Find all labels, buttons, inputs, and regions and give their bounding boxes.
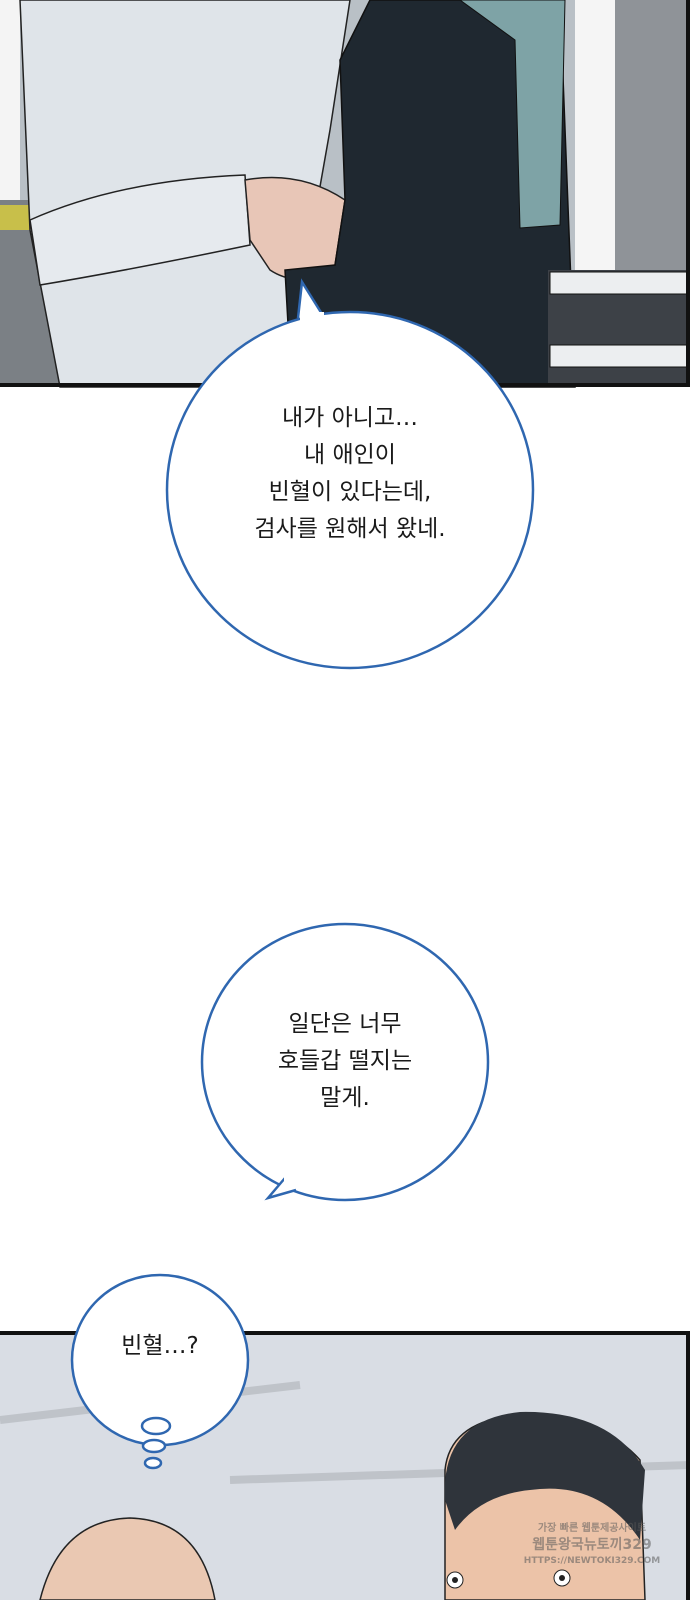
speech-bubble-2-text: 일단은 너무 호들갑 떨지는 말게.: [210, 1006, 480, 1117]
panel-3: [0, 1331, 690, 1600]
dialogue-line: 내 애인이: [304, 442, 396, 468]
scarf: [459, 0, 566, 229]
speech-bubble-1: [165, 278, 535, 670]
man-hair: [444, 1411, 645, 1540]
thought-bubble-text: 빈혈…?: [80, 1328, 240, 1365]
dialogue-line: 말게.: [320, 1085, 370, 1111]
dialogue-line: 빈혈이 있다는데,: [268, 479, 432, 505]
watermark-line: HTTPS://NEWTOKI329.COM: [523, 1556, 661, 1566]
dialogue-line: 빈혈…?: [121, 1333, 199, 1359]
thought-bubble: [70, 1273, 250, 1470]
dialogue-line: 검사를 원해서 왔네.: [254, 516, 446, 542]
sleeve: [29, 174, 251, 286]
speech-bubble-2: [200, 922, 490, 1202]
panel-1: [0, 0, 690, 388]
bald-head: [39, 1517, 216, 1600]
dialogue-line: 일단은 너무: [288, 1011, 402, 1037]
dialogue-line: 내가 아니고…: [281, 405, 419, 431]
site-watermark: 가장 빠른 웹툰제공사이트 웹툰왕국뉴토끼329 HTTPS://NEWTOKI…: [522, 1522, 662, 1568]
watermark-line: 가장 빠른 웹툰제공사이트: [537, 1523, 647, 1534]
dialogue-line: 호들갑 떨지는: [277, 1048, 413, 1074]
watermark-line: 웹툰왕국뉴토끼329: [532, 1537, 652, 1553]
speech-bubble-1-text: 내가 아니고… 내 애인이 빈혈이 있다는데, 검사를 원해서 왔네.: [180, 400, 520, 548]
